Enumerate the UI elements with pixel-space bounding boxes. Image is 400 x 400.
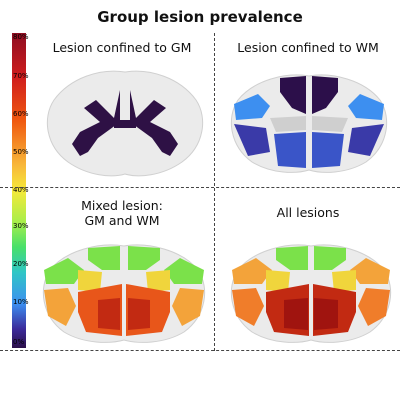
colorbar-tick: 70% — [13, 72, 29, 80]
panel-label-text: All lesions — [276, 205, 340, 220]
colorbar — [12, 33, 26, 348]
panel-label-gm: Lesion confined to GM — [32, 40, 212, 55]
colorbar-tick: 30% — [13, 222, 29, 230]
panel-divider-bottom — [0, 350, 400, 351]
colorbar-tick: 50% — [13, 148, 29, 156]
colorbar-tick: 20% — [13, 260, 29, 268]
cord-gm-only — [46, 70, 204, 177]
panel-divider-vertical — [214, 33, 215, 351]
panel-label-text: Lesion confined to GM — [52, 40, 192, 55]
cord-wm-only — [230, 74, 388, 173]
colorbar-tick: 80% — [13, 33, 29, 41]
panel-label-text: Lesion confined to WM — [237, 40, 379, 55]
figure-title: Group lesion prevalence — [97, 8, 303, 26]
panel-label-text: GM and WM — [84, 213, 160, 228]
cord-mixed — [42, 244, 206, 343]
cord-all — [230, 244, 392, 343]
panel-label-wm: Lesion confined to WM — [222, 40, 394, 55]
panel-label-text: Mixed lesion: — [81, 198, 163, 213]
panel-divider-horizontal — [0, 187, 400, 188]
colorbar-tick: 40% — [13, 186, 29, 194]
panel-label-all: All lesions — [222, 205, 394, 220]
colorbar-tick: 0% — [13, 338, 25, 346]
panel-label-mixed: Mixed lesion: GM and WM — [32, 198, 212, 228]
colorbar-tick: 60% — [13, 110, 29, 118]
colorbar-tick: 10% — [13, 298, 29, 306]
